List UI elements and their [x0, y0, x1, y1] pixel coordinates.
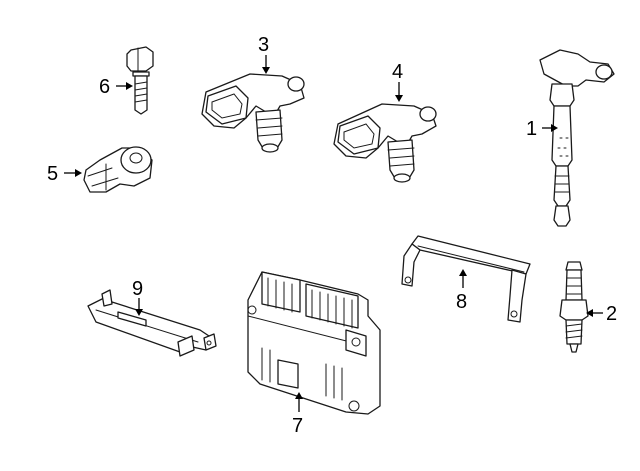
mounting-bracket-icon[interactable] — [401, 235, 531, 323]
camshaft-sensor-icon[interactable] — [333, 103, 437, 183]
callout-9: 9 — [132, 278, 143, 316]
callout-6: 6 — [99, 76, 133, 98]
callout-label-8: 8 — [456, 291, 467, 313]
callout-2: 2 — [586, 303, 617, 325]
callout-8: 8 — [456, 269, 467, 313]
camshaft-sensor-icon[interactable] — [201, 73, 305, 153]
mounting-bracket-icon[interactable] — [87, 289, 217, 357]
callout-label-7: 7 — [292, 415, 303, 437]
callout-7: 7 — [292, 392, 303, 437]
bolt-icon[interactable] — [126, 46, 154, 115]
ignition-coil-icon[interactable] — [539, 49, 615, 227]
callout-5: 5 — [47, 163, 82, 185]
ecm-module-icon[interactable] — [247, 271, 381, 415]
callout-label-3: 3 — [258, 34, 269, 56]
spark-plug-icon[interactable] — [559, 261, 589, 353]
callout-label-6: 6 — [99, 76, 110, 98]
callout-1: 1 — [526, 118, 558, 140]
callout-label-5: 5 — [47, 163, 58, 185]
callout-label-9: 9 — [132, 278, 143, 300]
callout-4: 4 — [392, 61, 403, 102]
callout-label-2: 2 — [606, 303, 617, 325]
callout-3: 3 — [258, 34, 270, 74]
knock-sensor-icon[interactable] — [83, 146, 153, 193]
callout-label-1: 1 — [526, 118, 537, 140]
callout-label-4: 4 — [392, 61, 403, 83]
